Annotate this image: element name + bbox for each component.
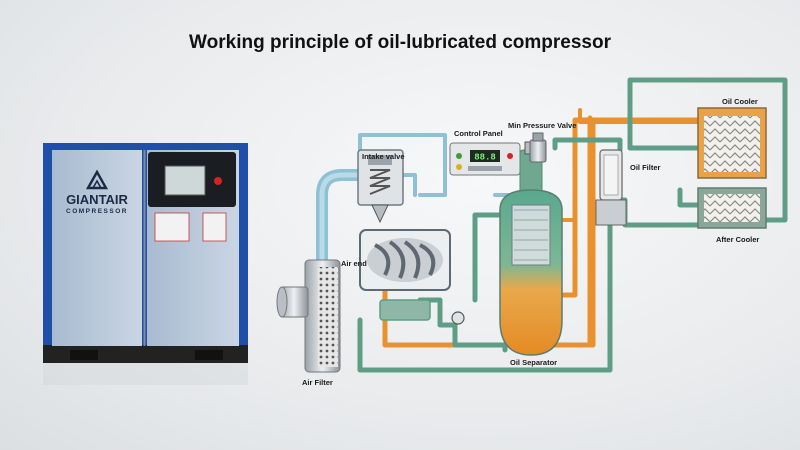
oil-filter: [595, 149, 627, 226]
label-oil-separator: Oil Separator: [510, 358, 557, 367]
brand-name: GIANTAIR: [66, 192, 128, 207]
page-title: Working principle of oil-lubricated comp…: [189, 32, 611, 53]
brand-subtitle: COMPRESSOR: [66, 208, 128, 215]
label-intake-valve: Intake valve: [362, 152, 405, 161]
min-pressure-valve: [529, 132, 547, 163]
mixed-pipes: [357, 77, 788, 373]
label-air-filter: Air Filter: [302, 378, 333, 387]
label-min-pressure-valve: Min Pressure Valve: [508, 121, 576, 130]
air-filter: [276, 259, 341, 373]
label-control-panel: Control Panel: [454, 129, 503, 138]
compressor-cabinet: [43, 143, 248, 385]
oil-cooler: [697, 107, 767, 179]
brand-logo: [85, 169, 109, 190]
label-oil-filter: Oil Filter: [630, 163, 661, 172]
label-air-end: Air end: [341, 259, 367, 268]
air-pipes: [316, 133, 522, 266]
label-oil-cooler: Oil Cooler: [722, 97, 758, 106]
panel-display: 88.8: [474, 153, 496, 163]
label-after-cooler: After Cooler: [716, 235, 759, 244]
after-cooler: [697, 187, 767, 229]
oil-separator: [499, 141, 563, 356]
intake-valve: [357, 149, 404, 224]
air-end: [359, 229, 465, 325]
